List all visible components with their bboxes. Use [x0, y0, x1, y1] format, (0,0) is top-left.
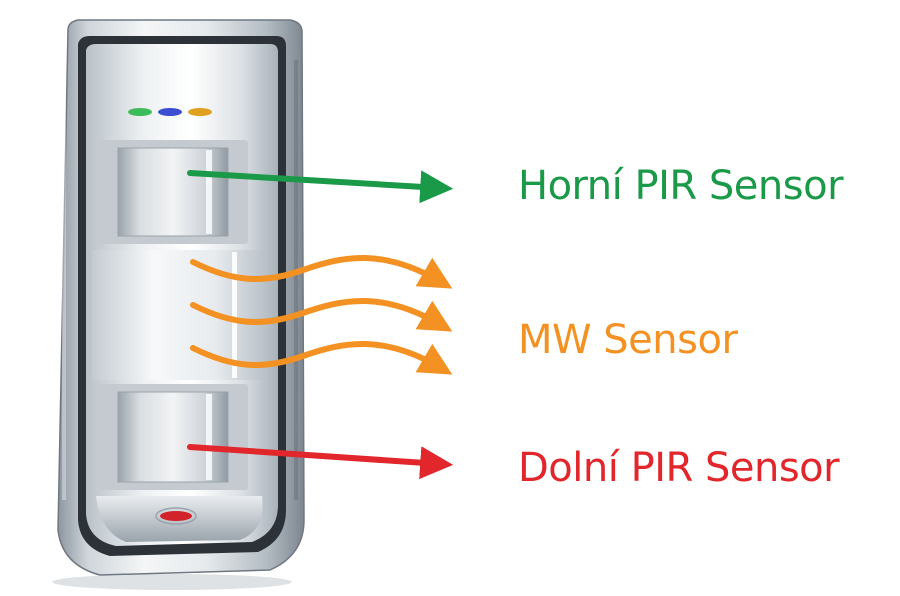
led-red	[160, 511, 192, 521]
motion-detector-icon	[52, 19, 305, 590]
led-green	[128, 108, 152, 116]
upper-pir-arrow-icon	[187, 170, 454, 204]
led-amber	[188, 108, 212, 116]
mw-wave-arrow-1-icon	[190, 254, 453, 289]
mw-sensor-label: MW Sensor	[518, 317, 738, 363]
led-blue	[158, 108, 182, 116]
lower-pir-label: Dolní PIR Sensor	[518, 445, 840, 491]
upper-pir-label: Horní PIR Sensor	[518, 163, 844, 209]
mw-wave-arrow-2-icon	[190, 297, 453, 332]
lower-pir-arrow-icon	[187, 444, 454, 480]
mw-wave-arrow-3-icon	[190, 340, 453, 375]
